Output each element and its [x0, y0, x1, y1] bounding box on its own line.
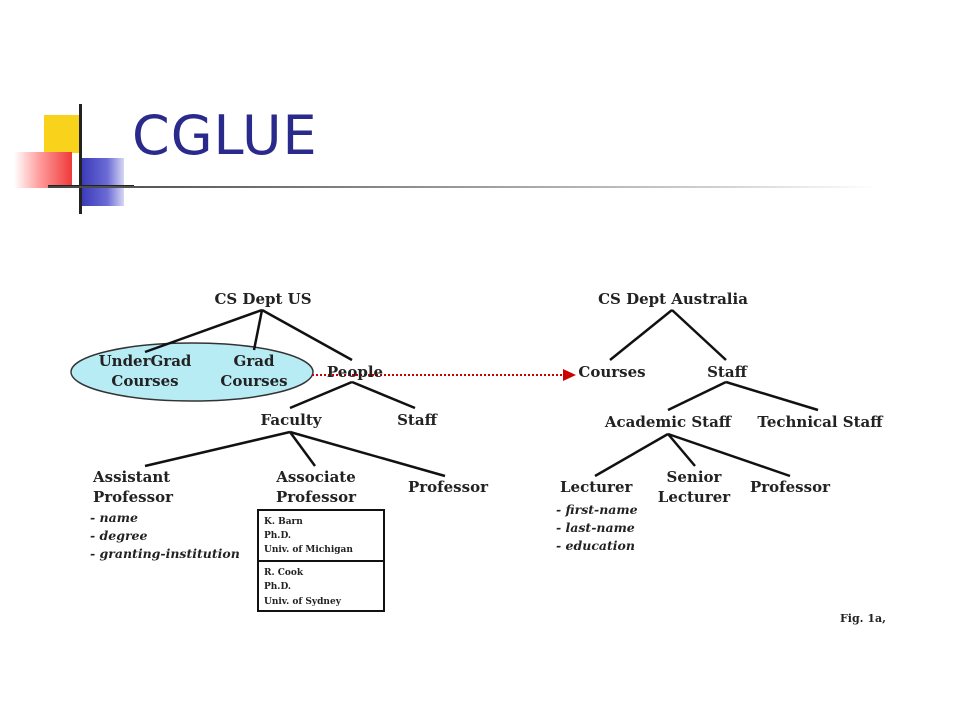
vertical-bar-decoration	[79, 104, 82, 214]
title-underline	[48, 186, 878, 188]
au-tree-edges	[594, 309, 819, 478]
instance-1-institution: Univ. of Michigan	[264, 545, 353, 555]
node-people: People	[327, 363, 383, 381]
attr-last-name: - last-name	[556, 520, 635, 535]
instance-2-name: R. Cook	[264, 568, 304, 578]
node-lecturer: Lecturer	[560, 478, 634, 496]
node-technical-staff: Technical Staff	[757, 413, 884, 431]
instance-2-degree: Ph.D.	[264, 582, 291, 592]
mapping-arrow	[312, 369, 576, 381]
node-faculty: Faculty	[261, 411, 323, 429]
attr-degree: - degree	[90, 528, 148, 543]
instance-1-name: K. Barn	[264, 517, 303, 527]
node-senior-lecturer-line2: Lecturer	[658, 488, 732, 506]
instance-2-institution: Univ. of Sydney	[264, 597, 342, 607]
attr-name: - name	[90, 510, 138, 525]
node-us-professor: Professor	[408, 478, 489, 496]
attr-first-name: - first-name	[556, 502, 638, 517]
instance-box-2	[257, 560, 385, 612]
node-au-professor: Professor	[750, 478, 831, 496]
node-academic-staff: Academic Staff	[604, 413, 733, 431]
node-au-courses: Courses	[578, 363, 645, 381]
yellow-square-decoration	[44, 115, 82, 153]
node-grad-courses-line2: Courses	[220, 372, 287, 390]
instance-1-degree: Ph.D.	[264, 531, 291, 541]
node-au-staff: Staff	[707, 363, 748, 381]
node-cs-dept-us: CS Dept US	[214, 290, 311, 308]
red-square-decoration	[14, 152, 72, 188]
instance-box-1	[257, 509, 385, 562]
node-us-staff: Staff	[397, 411, 438, 429]
node-cs-dept-australia: CS Dept Australia	[598, 290, 748, 308]
courses-highlight	[70, 342, 314, 402]
figure-caption: Fig. 1a,	[840, 612, 886, 625]
node-assistant-professor-line1: Assistant	[92, 468, 170, 486]
node-grad-courses-line1: Grad	[234, 352, 275, 370]
node-undergrad-courses-line2: Courses	[111, 372, 178, 390]
node-undergrad-courses-line1: UnderGrad	[99, 352, 192, 370]
node-assistant-professor-line2: Professor	[93, 488, 174, 506]
node-associate-professor-line1: Associate	[275, 468, 356, 486]
node-senior-lecturer-line1: Senior	[667, 468, 723, 486]
attr-granting-institution: - granting-institution	[90, 546, 240, 561]
node-associate-professor-line2: Professor	[276, 488, 357, 506]
blue-square-decoration	[82, 158, 124, 206]
attr-education: - education	[556, 538, 635, 553]
us-tree-edges	[144, 308, 446, 478]
slide-title: CGLUE	[132, 104, 318, 167]
